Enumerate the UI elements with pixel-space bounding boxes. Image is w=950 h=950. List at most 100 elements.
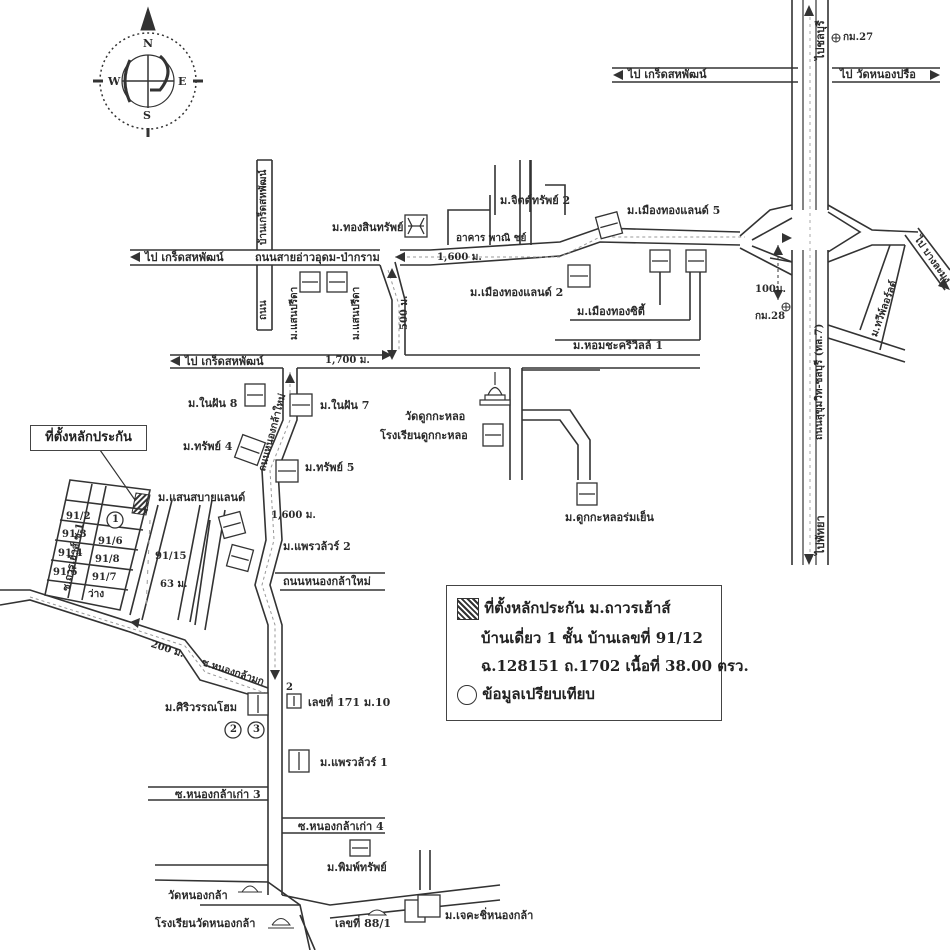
place-label: ม.เมืองทองแลนด์ 5 [627,204,721,217]
legend-deed-info: ฉ.128151 ถ.1702 เนื้อที่ 38.00 ตรว. [481,657,749,675]
house-icon [576,482,598,506]
legend-comparison-label: ข้อมูลเปรียบเทียบ [482,685,595,703]
compass-west: W [108,75,121,88]
place-label: อาคาร พาณิ ชย์ [456,233,527,244]
km27-label: กม.27 [843,32,874,43]
house-icon [482,423,504,447]
road-nong-kla [254,368,298,895]
comparable-number: 1 [112,514,119,525]
place-label: เลขที่ 171 ม.10 [308,696,391,709]
place-label: ม.ศิริวรรณโฮม [165,701,238,714]
road-500m [379,261,406,355]
plot-number: 91/2 [66,511,91,522]
house-icon [289,393,313,417]
compass-south: S [143,109,151,122]
plot-number: 91/5 [53,567,78,578]
house-icon [275,459,299,483]
road-label-to-wat-nong-prue: ไป วัดหนองปรือ [840,68,916,81]
place-label: ม.หอมชะคริวิลล์ 1 [573,339,663,352]
house-icon [299,271,321,293]
place-label: ม.แพรวล้วร์ 1 [320,756,388,769]
collateral-callout: ที่ตั้งหลักประกัน [30,425,147,451]
road-label-to-pattaya: ไปพัทยา [814,515,827,555]
arrow-ne [938,278,950,290]
comparable-circle-3 [247,721,265,739]
road-top-right [832,67,940,83]
comparable-number: 3 [253,724,260,735]
place-label: ม.แสนปรีดา [289,286,300,340]
distance-63: 63 ม. [160,579,188,590]
house-icon [286,693,302,709]
arrow-north [804,5,814,16]
plot-number: 91/7 [92,572,117,583]
road-label-to-krathum-1: ไป เกร็ดสหพัฒน์ [145,251,224,264]
house-icon [217,510,247,540]
house-icon [244,383,266,407]
distance-100: 100ม. [755,284,786,295]
road-label-to-krathum-3: ไป เกร็ดสหพัฒน์ [628,68,707,81]
road-ao-udom-south [130,241,741,266]
road-label-soi-nong-kla-3: ซ.หนองกล้าเก่า 3 [175,788,261,801]
collateral-plot [131,492,151,516]
place-label: ม.แพรวล้วร์ 2 [283,540,351,553]
road-ao-udom-north [130,227,741,251]
place-label: ม.แสนสบายแลนด์ [158,491,246,504]
place-label: ม.แสนปรีดา [351,286,362,340]
junction-marker: 2 [286,682,293,693]
plot-number: 91/3 [62,529,87,540]
place-label: ม.เมืองทองซิตี้ [577,305,645,318]
hatch-swatch-icon [457,598,479,620]
soi-nong-kla [0,589,269,701]
distance-1600-mid: 1,600 ม. [271,510,316,521]
compass-east: E [178,75,187,88]
place-label: ม.เจคะชิ่หนองกล้า [445,909,534,922]
comparable-number: 2 [230,724,237,735]
road-label-to-chonburi: ไปชลบุรี [814,20,827,60]
place-label: วัดหนองกล้า [168,889,228,902]
compass-north: N [143,37,154,50]
compass-rose-icon [93,6,203,137]
place-label: ม.ทรัพย์ 5 [305,461,355,474]
temple-icon [479,372,511,406]
place-label: ม.จิตต์ทรัพย์ 2 [500,194,571,207]
distance-500: 500 ม. [399,295,410,330]
house-icon [247,692,269,716]
road-1700 [170,354,700,369]
house-icon [404,214,428,238]
road-label-soi-nong-kla-4: ซ.หนองกล้าเก่า 4 [298,820,384,833]
comparison-circle-icon [457,685,477,705]
road-label-ao-udom: ถนนสายอ่าวอุดม-ป่ากราม [255,251,380,264]
place-label: เลขที่ 88/1 [335,917,392,930]
arrow-east-1 [930,70,940,80]
temple-icon [238,885,388,929]
legend-collateral-label: ที่ตั้งหลักประกัน ม.ถาวรเฮ้าส์ [484,599,671,617]
house-icon [225,543,255,573]
highway-median [802,0,817,565]
place-label: ม.พิมพ์ทรัพย์ [327,861,387,874]
place-label: โรงเรียนดูกกะหลอ [380,429,468,442]
place-label: ม.ในฝัน 8 [188,397,238,410]
plot-block [44,479,151,611]
map-legend: ที่ตั้งหลักประกัน ม.ถาวรเฮ้าส์ บ้านเดี่ย… [446,585,749,721]
legend-house-desc: บ้านเดี่ยว 1 ชั้น บ้านเลขที่ 91/12 [481,629,703,647]
road-top-left [612,67,798,83]
place-label: ม.ดูกกะหลอร่มเย็น [565,511,654,524]
distance-1700: 1,700 ม. [325,355,370,366]
plot-number: 91/15 [155,551,187,562]
house-icons [217,210,707,923]
legend-row-collateral: ที่ตั้งหลักประกัน ม.ถาวรเฮ้าส์ [457,596,671,620]
distance-1600-top: 1,600 ม. [437,252,482,263]
plot-number: ว่าง [88,589,105,600]
comparable-circle-2 [224,721,242,739]
house-icon [649,249,671,273]
place-label: ม.เมืองทองแลนด์ 2 [470,286,564,299]
km28-label: กม.28 [755,311,786,322]
interchange [739,204,919,276]
road-label-nong-kla-mai: ถนนหนองกล้าใหม่ [283,575,371,588]
legend-row-comparison: ข้อมูลเปรียบเทียบ [457,682,595,706]
arrow-west-3 [613,70,623,80]
comparable-circle-1 [106,511,124,529]
plot-number: 91/6 [98,536,123,547]
place-label: ม.ทองสินทรัพย์ [332,221,404,234]
